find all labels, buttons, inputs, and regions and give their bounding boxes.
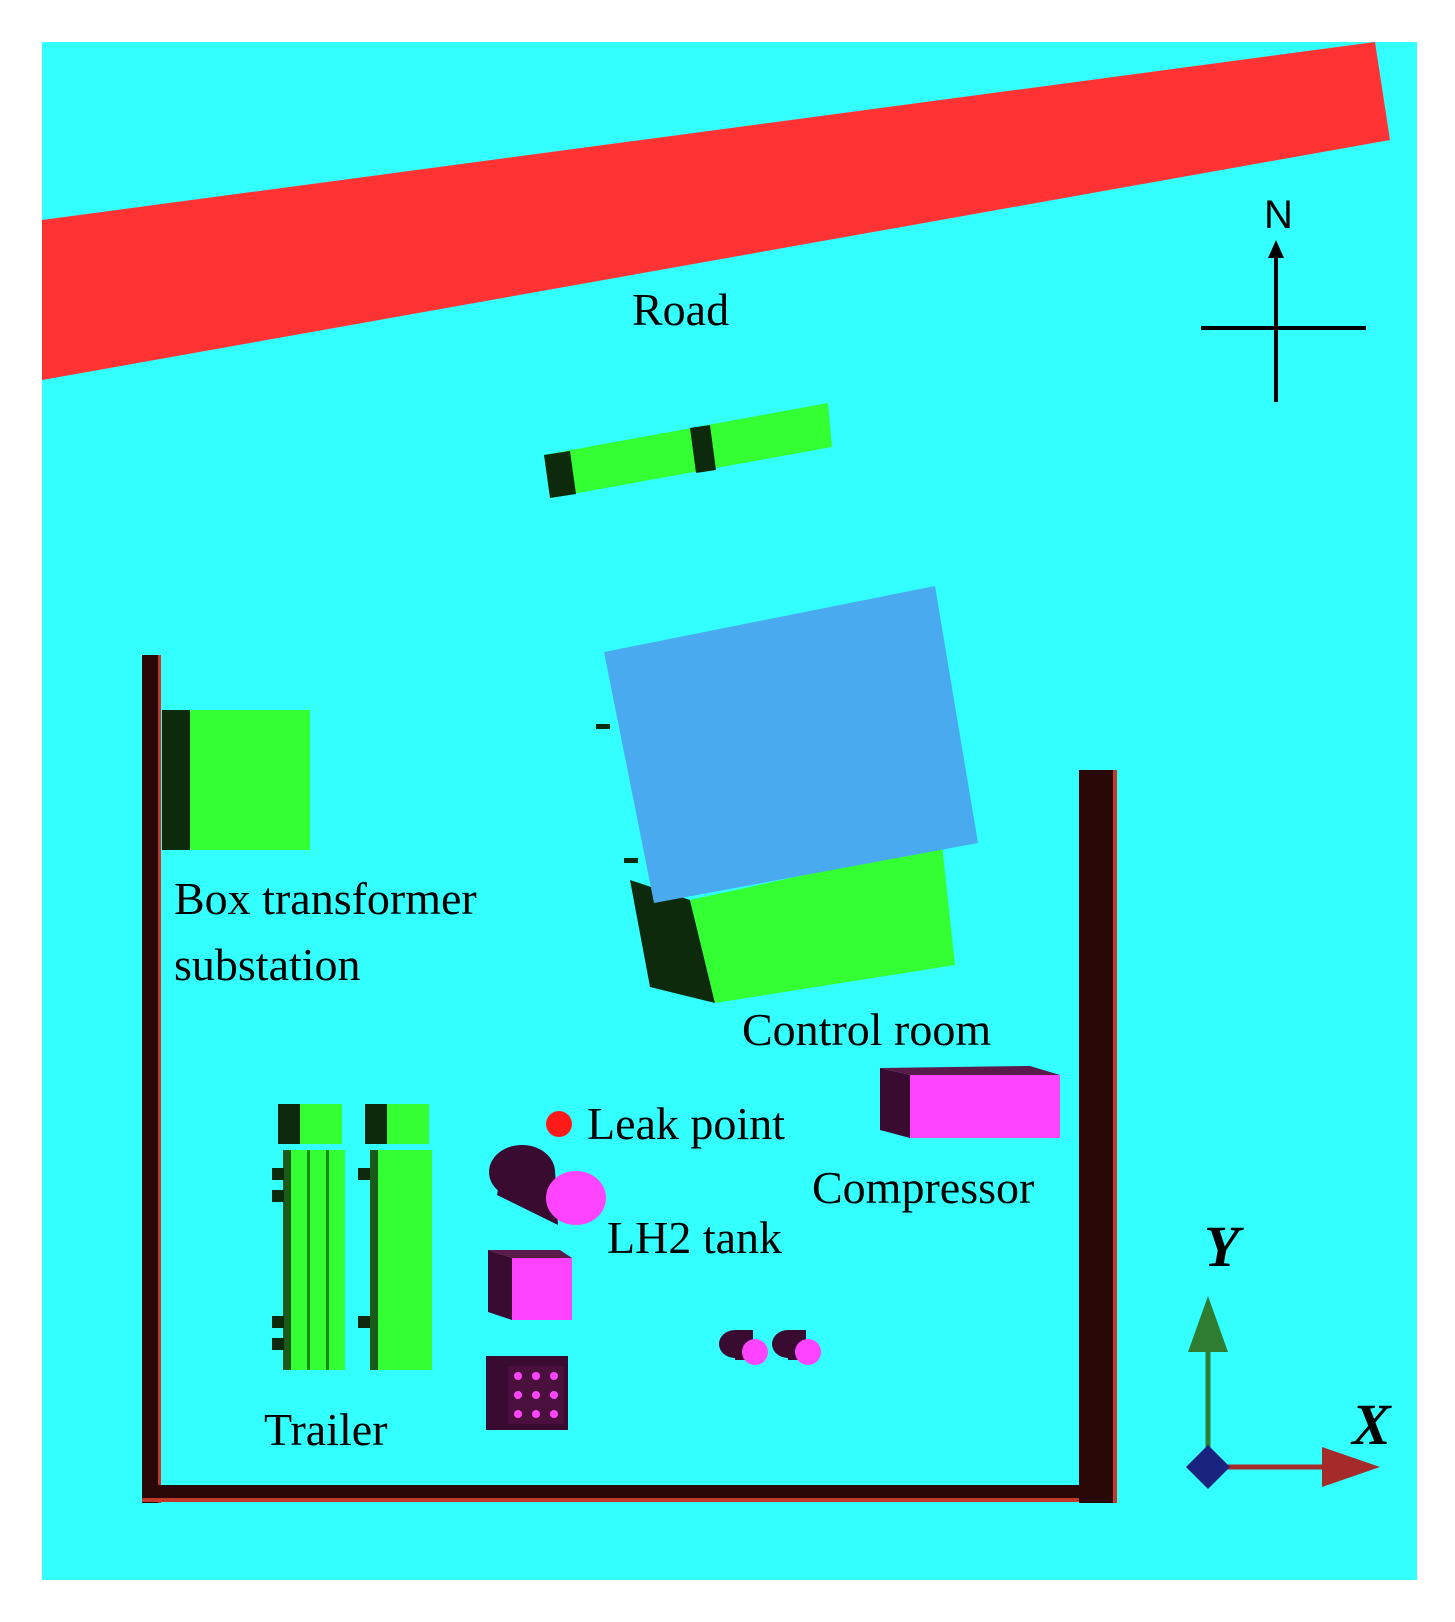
trailer-label: Trailer: [264, 1404, 388, 1455]
magenta-cube: [488, 1250, 572, 1320]
control-room-shape: [596, 586, 978, 1003]
axes-triad-icon: [1186, 1296, 1380, 1489]
lh2-tank-shape: [489, 1145, 606, 1225]
axis-y-label: Y: [1204, 1214, 1240, 1279]
compressor-shape: [880, 1066, 1060, 1138]
grid-box: [486, 1356, 568, 1430]
control-room-label: Control room: [742, 1004, 992, 1055]
road-label: Road: [632, 284, 730, 335]
box-transformer-label: Box transformer substation: [174, 873, 477, 990]
fence-wall: [142, 655, 1117, 1503]
road: [42, 42, 1390, 380]
box-transformer-shape: [162, 710, 310, 850]
trailer-shape: [272, 1104, 432, 1370]
leak-point-label: Leak point: [587, 1098, 785, 1149]
top-equipment: [544, 403, 832, 498]
compressor-label: Compressor: [812, 1162, 1035, 1213]
north-label: N: [1264, 193, 1293, 237]
north-arrow-icon: [1201, 240, 1366, 402]
lh2-tank-label: LH2 tank: [607, 1212, 783, 1263]
small-cylinders: [719, 1330, 821, 1365]
leak-point-marker: [546, 1111, 572, 1137]
axis-x-label: X: [1352, 1392, 1391, 1457]
